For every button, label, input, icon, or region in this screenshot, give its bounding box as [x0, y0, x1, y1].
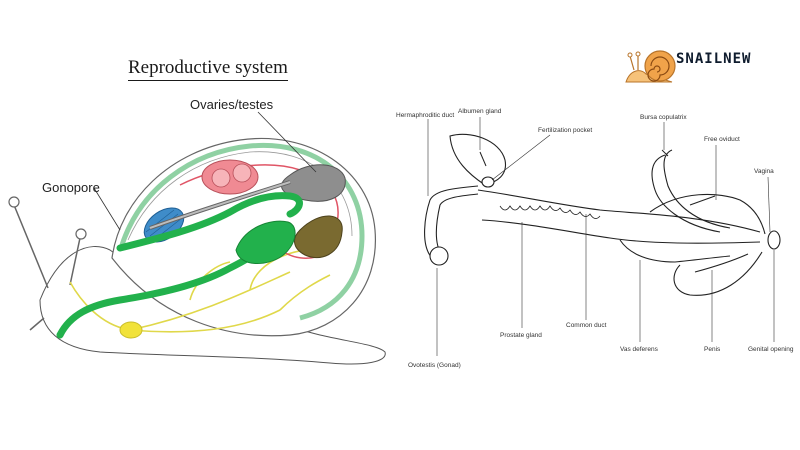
label-fertilization-pocket: Fertilization pocket	[538, 127, 593, 134]
label-vagina: Vagina	[754, 168, 774, 175]
diagram-title: Reproductive system	[128, 57, 288, 81]
common-duct	[477, 189, 761, 244]
label-albumen-gland: Albumen gland	[458, 108, 502, 115]
tentacle-long	[13, 204, 49, 289]
tentacle-eye-right	[75, 228, 87, 240]
label-ovotestis: Ovotestis (Gonad)	[408, 362, 461, 369]
fertilization-pocket	[481, 176, 495, 188]
label-penis: Penis	[704, 346, 721, 353]
green-organ	[235, 220, 296, 264]
label-ovaries-testes: Ovaries/testes	[190, 97, 274, 112]
brand-name: SNAILNEW	[676, 51, 752, 67]
label-hermaphroditic-duct: Hermaphroditic duct	[396, 112, 455, 119]
genital-opening-shape	[767, 230, 781, 250]
olive-gland	[294, 215, 343, 259]
nerve-ganglion	[119, 321, 143, 339]
vas-deferens	[619, 239, 731, 263]
shell-band	[119, 142, 365, 321]
penis-shape	[673, 251, 763, 296]
albumen-gland	[449, 133, 507, 186]
ovotestis-sac	[429, 246, 449, 266]
leader-ovaries	[257, 111, 317, 173]
label-free-oviduct: Free oviduct	[704, 136, 740, 143]
tentacle-right	[69, 237, 81, 286]
hermaphroditic-duct-path	[424, 185, 479, 259]
tentacle-short	[29, 317, 45, 331]
snail-logo-icon	[625, 50, 676, 83]
gray-gland	[281, 164, 346, 202]
prostate-gland	[499, 205, 601, 219]
label-common-duct: Common duct	[566, 322, 607, 329]
label-prostate-gland: Prostate gland	[500, 332, 542, 339]
free-oviduct	[649, 193, 766, 235]
label-gonopore: Gonopore	[42, 180, 100, 195]
leader-fertilization	[491, 134, 551, 181]
leader-gonopore	[93, 187, 121, 231]
bursa-copulatrix	[651, 149, 731, 233]
tentacle-eye	[8, 196, 20, 208]
label-genital-opening: Genital opening	[748, 346, 794, 353]
label-vas-deferens: Vas deferens	[620, 346, 658, 353]
leader-vagina	[767, 176, 771, 233]
label-bursa-copulatrix: Bursa copulatrix	[640, 114, 687, 121]
